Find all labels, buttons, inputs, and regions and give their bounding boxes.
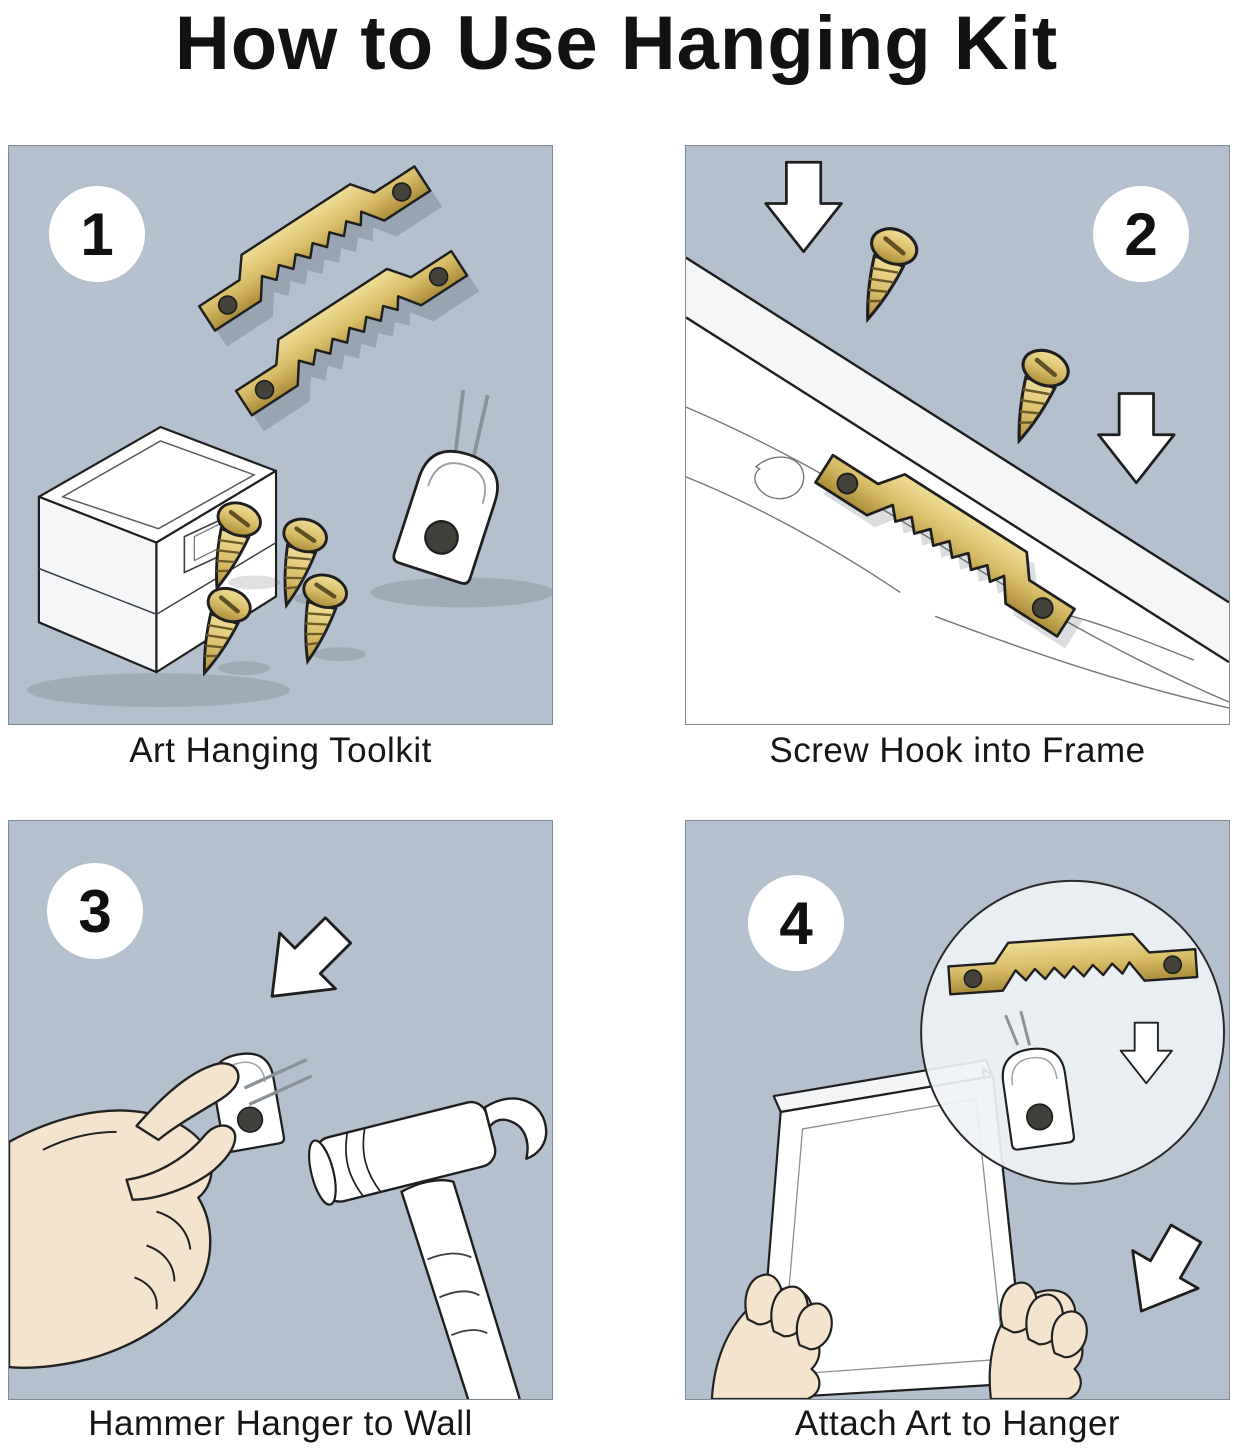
- hand: [710, 1273, 833, 1399]
- wall-hanger-hook-icon: [998, 1010, 1076, 1152]
- down-arrow-icon: [764, 160, 843, 254]
- step-2-illustration: [686, 160, 1229, 724]
- down-arrow-icon: [242, 901, 368, 1026]
- down-arrow-icon: [1107, 1213, 1221, 1332]
- step-number-badge: 1: [49, 186, 145, 282]
- step-number: 1: [80, 200, 114, 268]
- step-3-illustration: [9, 901, 548, 1399]
- step-1-caption: Art Hanging Toolkit: [129, 731, 432, 770]
- screws-group: [184, 498, 366, 681]
- step-2-panel: 2: [685, 145, 1230, 725]
- step-3-panel: 3: [8, 820, 553, 1400]
- page-title: How to Use Hanging Kit: [174, 1, 1059, 86]
- hammer-icon: [308, 1097, 548, 1399]
- step-4-caption: Attach Art to Hanger: [794, 1404, 1121, 1443]
- step-1-panel: 1: [8, 145, 553, 725]
- step-number-badge: 2: [1093, 186, 1189, 282]
- wall-hanger-hook-icon: [207, 1048, 313, 1155]
- step-3-caption: Hammer Hanger to Wall: [88, 1404, 473, 1443]
- step-4-illustration: [710, 879, 1226, 1399]
- screw-icon: [997, 344, 1073, 448]
- screw-icon: [846, 223, 922, 327]
- step-4-panel: 4: [685, 820, 1230, 1400]
- step-number: 4: [779, 889, 813, 957]
- frame-board: [686, 256, 1229, 724]
- step-number-badge: 4: [748, 875, 844, 971]
- step-number-badge: 3: [47, 863, 143, 959]
- step-number: 3: [78, 877, 112, 945]
- step-number: 2: [1124, 200, 1158, 268]
- step-2-caption: Screw Hook into Frame: [769, 731, 1146, 770]
- hook-pins: [243, 1058, 313, 1106]
- wall-hanger-hook-icon: [370, 389, 552, 608]
- hand: [988, 1281, 1088, 1399]
- hand: [9, 1062, 240, 1369]
- down-arrow-icon: [1097, 392, 1176, 485]
- step-1-illustration: [26, 146, 552, 707]
- magnifier-circle: [920, 879, 1226, 1185]
